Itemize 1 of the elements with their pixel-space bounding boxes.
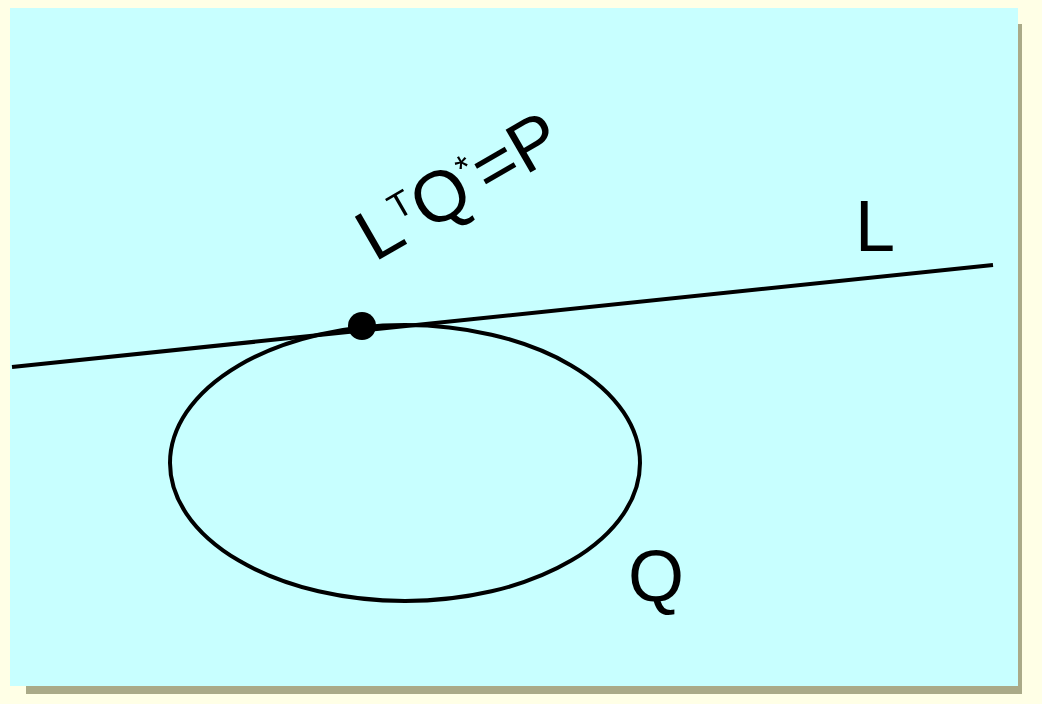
line-label: L	[855, 190, 896, 262]
